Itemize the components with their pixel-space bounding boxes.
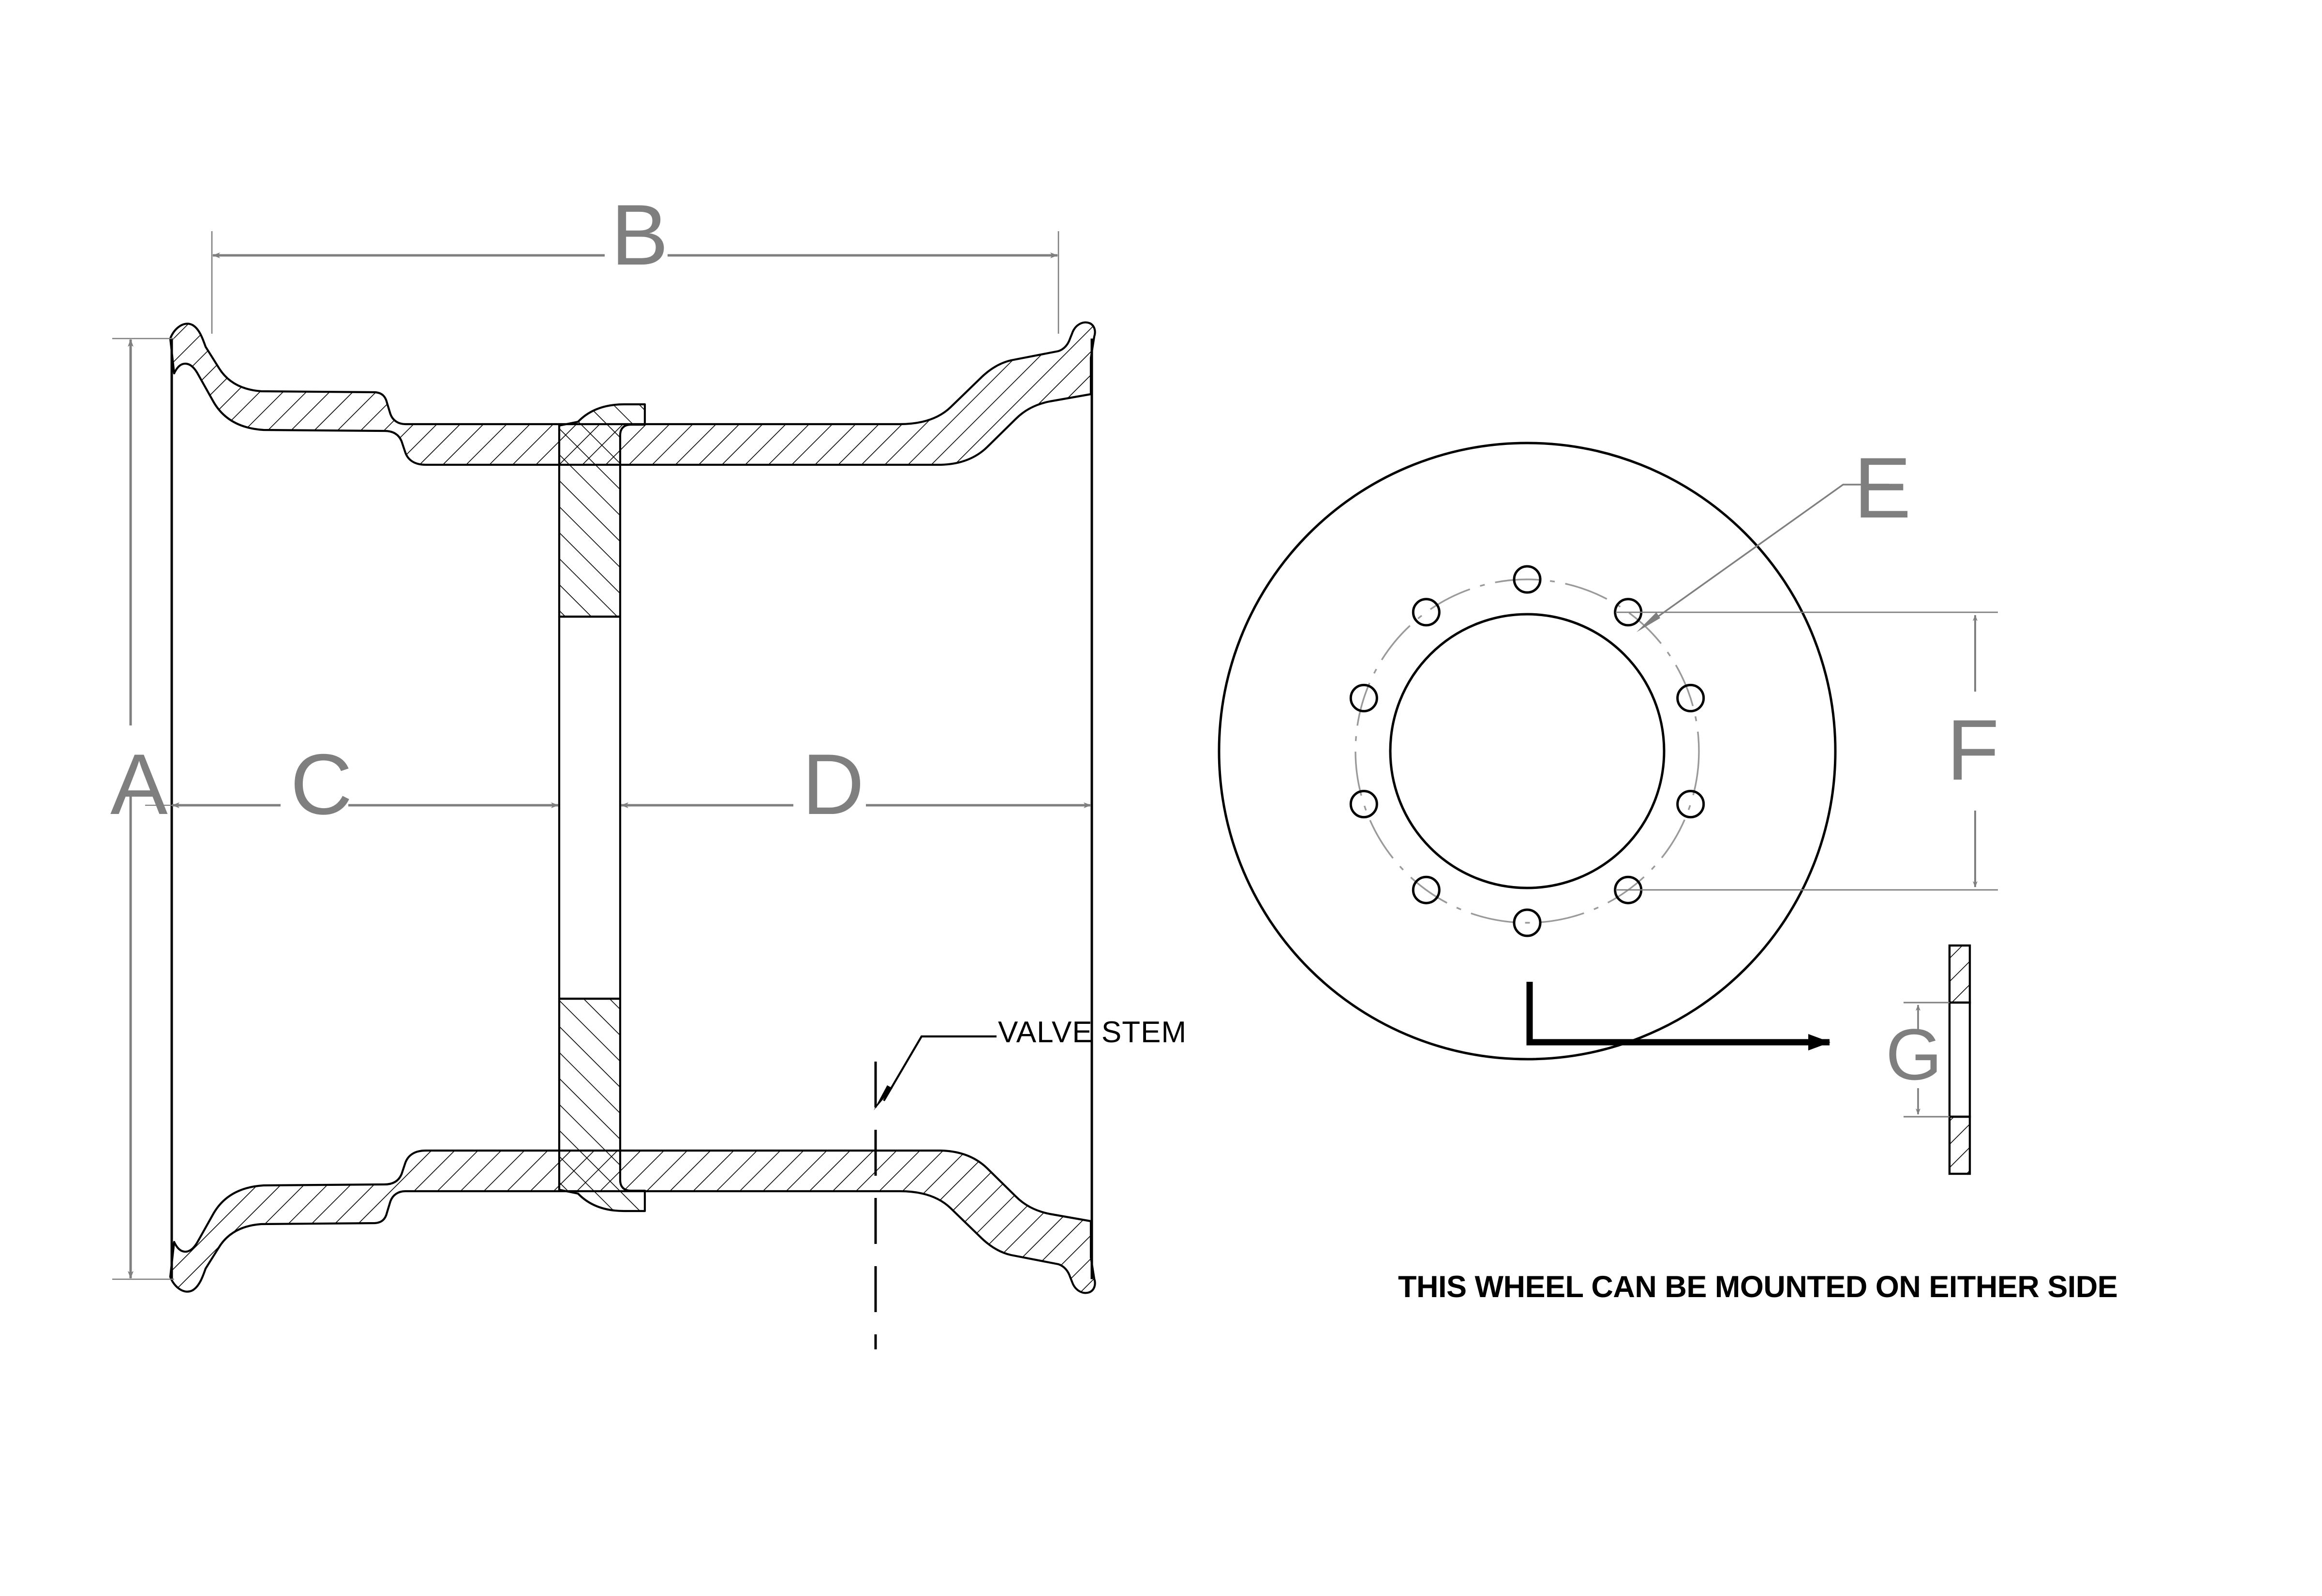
section-view xyxy=(169,321,1096,1349)
dimension-label-E: E xyxy=(1854,440,1911,536)
dimension-label-B: B xyxy=(611,187,669,283)
wheel-outer-circle xyxy=(1218,442,1837,1061)
disc-web-upper xyxy=(558,403,646,618)
disc-web-lower xyxy=(558,997,646,1212)
bolt-circle-centerline xyxy=(1354,578,1700,924)
bolt-hole xyxy=(1412,875,1441,904)
dimension-label-F: F xyxy=(1947,702,1999,798)
dimension-A xyxy=(112,338,174,1280)
dimension-label-D: D xyxy=(802,736,864,832)
bolt-hole xyxy=(1676,790,1705,819)
valve-stem-leader xyxy=(874,1035,997,1110)
bottom-rim-profile xyxy=(169,1149,1096,1294)
dimension-F xyxy=(1616,611,1998,891)
dimension-label-G: G xyxy=(1886,1014,1942,1095)
dimension-E-leader xyxy=(1637,484,1889,632)
bolt-hole xyxy=(1412,598,1441,627)
face-view xyxy=(1218,442,1837,1061)
mounting-note: THIS WHEEL CAN BE MOUNTED ON EITHER SIDE xyxy=(1398,1270,2118,1304)
dimension-label-C: C xyxy=(290,736,353,832)
bolt-hole xyxy=(1349,790,1378,819)
center-bore-circle xyxy=(1389,613,1666,889)
bore-wall-detail xyxy=(1904,944,1971,1175)
bolt-hole xyxy=(1676,683,1705,712)
valve-stem-label: VALVE STEM xyxy=(998,1016,1187,1049)
hub-barrel-wall xyxy=(558,615,622,1000)
dimension-B xyxy=(211,231,1059,334)
top-rim-profile xyxy=(169,321,1096,466)
bolt-hole-group xyxy=(1349,565,1705,937)
dimension-label-A: A xyxy=(110,736,168,832)
bore-detail-callout-arrow xyxy=(1526,982,1831,1050)
bolt-hole xyxy=(1349,683,1378,712)
bolt-hole xyxy=(1513,565,1542,594)
bolt-hole xyxy=(1513,908,1542,937)
